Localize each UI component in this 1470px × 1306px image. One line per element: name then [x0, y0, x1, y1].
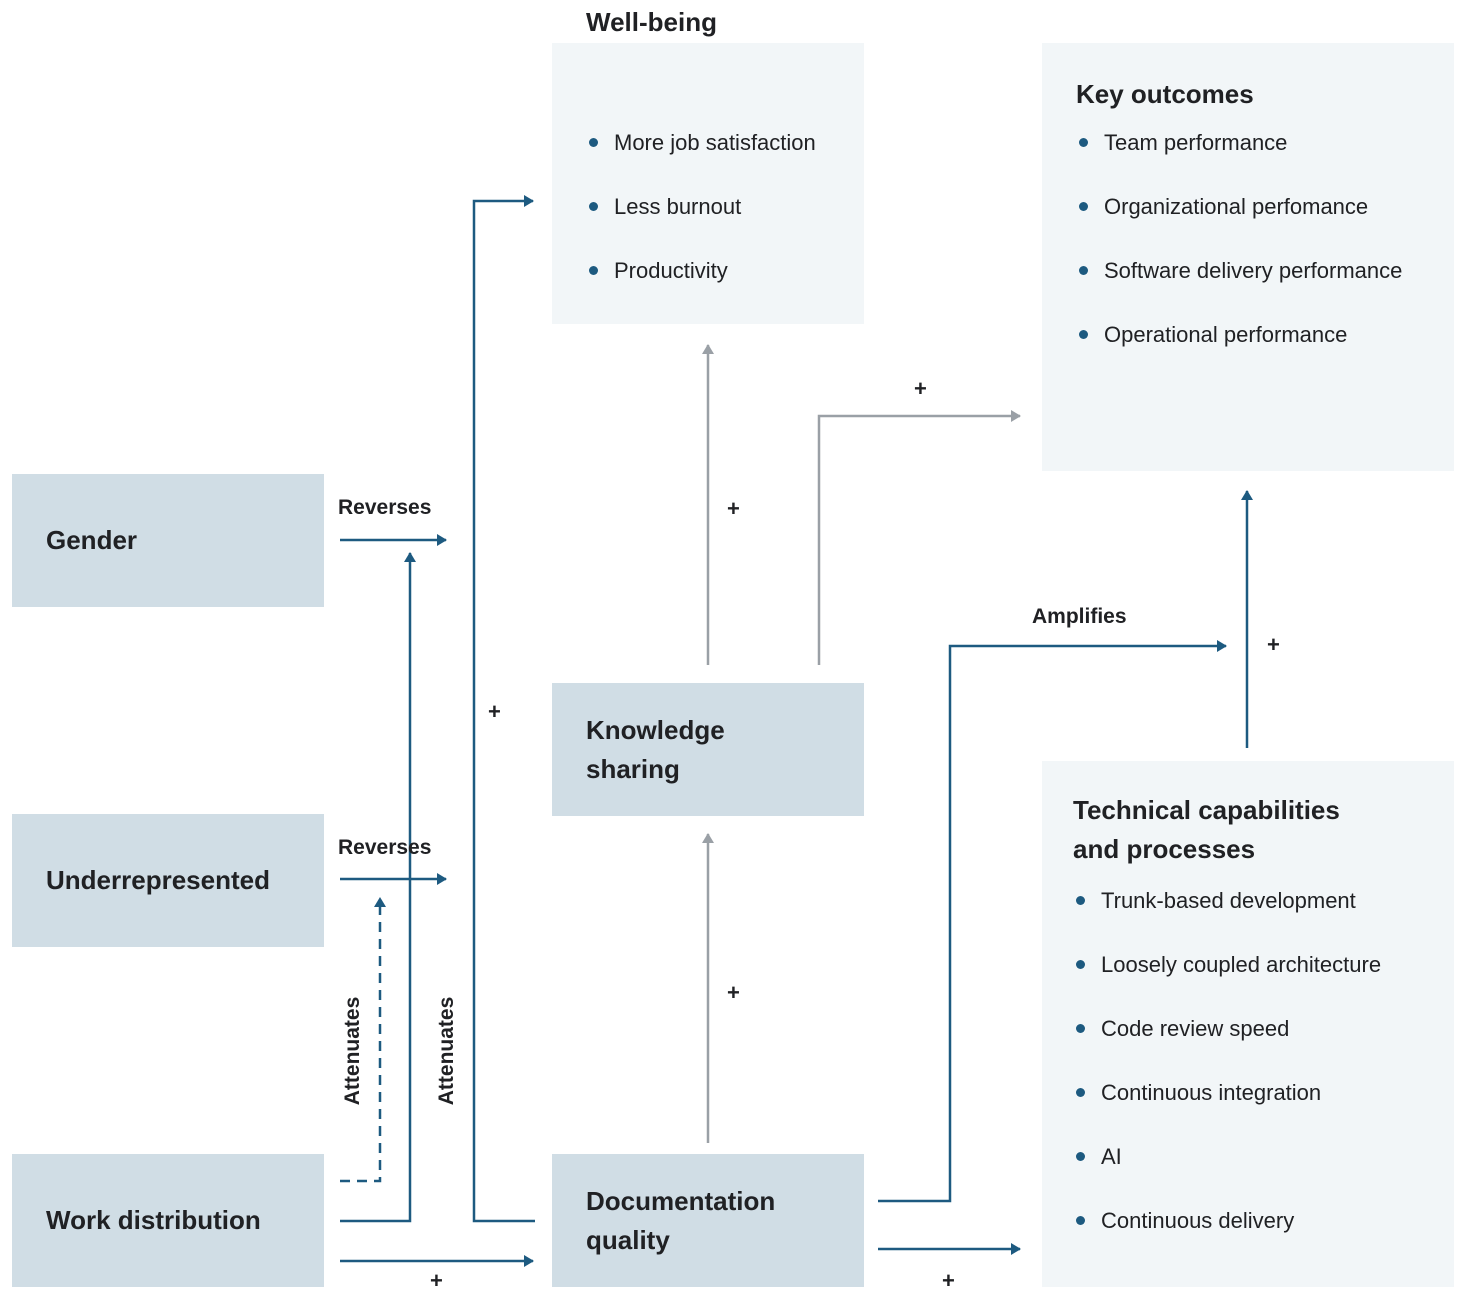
bullet-item: Operational performance: [1076, 315, 1406, 354]
plus-technical-outcomes: +: [1267, 632, 1280, 657]
work-distribution-title: Work distribution: [46, 1205, 261, 1235]
gender-title: Gender: [46, 525, 138, 555]
label-attenuates-left: Attenuates: [341, 996, 364, 1106]
label-reverses-underrepresented: Reverses: [338, 836, 432, 859]
arrow-work-to-gender-reverses: [340, 552, 416, 1223]
technical-box: Technical capabilities and processes Tru…: [1042, 761, 1454, 1287]
bullet-item: Team performance: [1076, 123, 1406, 162]
knowledge-sharing-box: Knowledge sharing: [552, 683, 864, 816]
bullet-item: Productivity: [586, 251, 816, 290]
underrepresented-box: Underrepresented: [12, 814, 324, 947]
bullet-item: Less burnout: [586, 187, 816, 226]
work-distribution-box: Work distribution: [12, 1154, 324, 1287]
bullet-item: Organizational perfomance: [1076, 187, 1406, 226]
bullet-item: Continuous integration: [1073, 1073, 1443, 1112]
arrow-docquality-to-wellbeing: [472, 195, 535, 1223]
arrow-knowledge-to-outcomes: [817, 410, 1021, 665]
arrow-docquality-amplifies: [878, 640, 1227, 1203]
bullet-item: Software delivery performance: [1076, 251, 1406, 290]
bullet-item: Continuous delivery: [1073, 1201, 1443, 1240]
plus-work-docquality: +: [430, 1268, 443, 1293]
key-outcomes-title: Key outcomes: [1076, 79, 1254, 109]
bullet-item: Trunk-based development: [1073, 881, 1443, 920]
plus-docquality-technical: +: [942, 1268, 955, 1293]
gender-box: Gender: [12, 474, 324, 607]
wellbeing-title: Well-being: [586, 7, 717, 37]
plus-docquality-wellbeing: +: [488, 699, 501, 724]
plus-docquality-knowledge: +: [727, 980, 740, 1005]
bullet-item: More job satisfaction: [586, 123, 816, 162]
plus-knowledge-wellbeing: +: [727, 496, 740, 521]
technical-title: Technical capabilities and processes: [1073, 795, 1340, 864]
bullet-item: AI: [1073, 1137, 1443, 1176]
label-amplifies: Amplifies: [1032, 605, 1127, 628]
bullet-item: Loosely coupled architecture: [1073, 945, 1443, 984]
knowledge-sharing-title: Knowledge sharing: [586, 714, 725, 784]
plus-knowledge-outcomes: +: [914, 376, 927, 401]
underrepresented-title: Underrepresented: [46, 865, 270, 895]
bullet-item: Code review speed: [1073, 1009, 1443, 1048]
arrow-dashed-attenuates: [340, 897, 386, 1183]
label-reverses-gender: Reverses: [338, 496, 432, 519]
documentation-quality-title: Documentation quality: [586, 1185, 776, 1255]
label-attenuates-right: Attenuates: [435, 996, 458, 1106]
documentation-quality-box: Documentation quality: [552, 1154, 864, 1287]
